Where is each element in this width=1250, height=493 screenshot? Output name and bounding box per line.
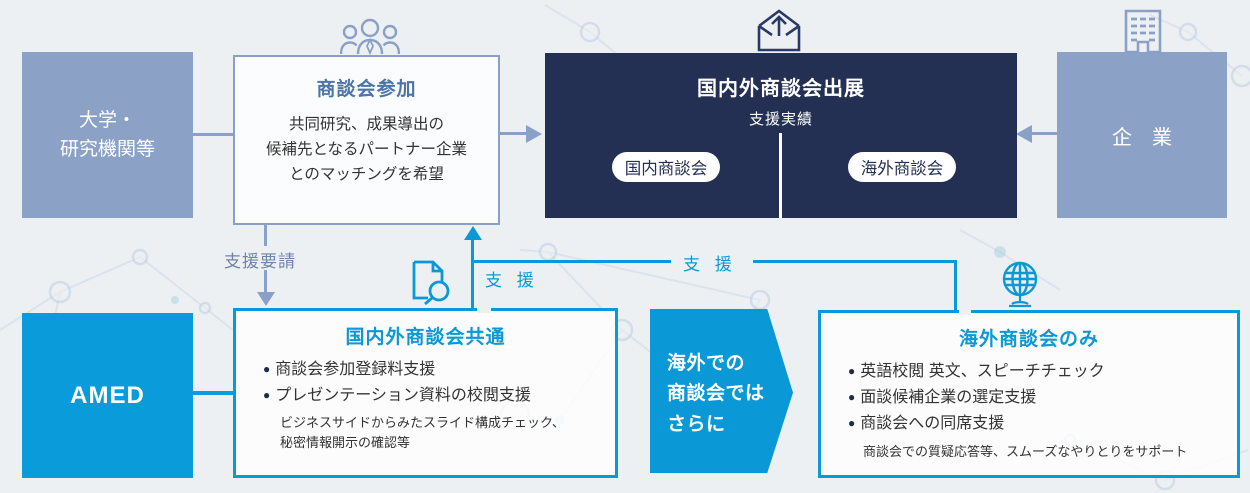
support-up-label: 支 援 — [485, 271, 539, 290]
participation-body-line3: とのマッチングを希望 — [289, 166, 444, 184]
chevron-line3: さらに — [667, 413, 726, 435]
support-line-vertical-right — [954, 260, 957, 310]
arrow-support-request-line-top — [264, 225, 267, 246]
participation-body-line2: 候補先となるパートナー企業 — [265, 141, 468, 159]
overseas-bullet-1: 英語校閲 英文、スピーチチェック — [860, 363, 1105, 380]
overseas-bullet-2: 面談候補企業の選定支援 — [860, 389, 1037, 407]
list-item: ● プレゼンテーション資料の校閲支援 — [263, 384, 615, 407]
people-icon — [340, 18, 400, 56]
bullet-icon: ● — [848, 390, 856, 405]
company-label: 企 業 — [1112, 126, 1172, 149]
arrow-support-up-head — [464, 226, 482, 240]
overseas-bullet-3: 商談会への同席支援 — [860, 415, 1005, 433]
document-review-icon — [412, 260, 450, 306]
arrow-participation-to-exhibition-line — [500, 132, 526, 135]
participation-body-line1: 共同研究、成果導出の — [288, 116, 444, 133]
overseas-meeting-badge: 海外商談会 — [848, 152, 956, 182]
chevron-line1: 海外での — [667, 353, 746, 374]
participation-title: 商談会参加 — [316, 79, 417, 100]
connector-amed-common — [193, 391, 233, 395]
university-label-line2: 研究機関等 — [59, 139, 155, 160]
common-bullet-2: プレゼンテーション資料の校閲支援 — [275, 387, 531, 405]
list-item: ● 商談会参加登録料支援 — [263, 358, 615, 381]
globe-icon — [1002, 261, 1038, 308]
overseas-extra-chevron: 海外での 商談会では さらに — [650, 309, 793, 473]
border-gap-overseas — [959, 308, 971, 315]
arrow-company-to-exhibition-head — [1016, 125, 1032, 143]
overseas-note: 商談会での質疑応答等、スムーズなやりとりをサポート — [863, 443, 1188, 459]
support-request-label: 支援要請 — [224, 252, 296, 271]
bullet-icon: ● — [263, 388, 271, 403]
arrow-company-to-exhibition-line — [1032, 132, 1057, 135]
bullet-icon: ● — [848, 364, 856, 378]
arrow-participation-to-exhibition-head — [526, 125, 542, 143]
university-box: 大学・ 研究機関等 — [22, 52, 193, 218]
bullet-icon: ● — [263, 362, 271, 376]
building-icon — [1124, 9, 1162, 54]
support-line-horizontal-right — [753, 260, 957, 263]
chevron-line2: 商談会では — [667, 383, 765, 405]
overseas-support-title: 海外商談会のみ — [958, 329, 1099, 350]
exhibition-box: 国内外商談会出展 支援実績 国内商談会 海外商談会 — [545, 53, 1017, 218]
bullet-icon: ● — [848, 416, 856, 431]
domestic-meeting-badge: 国内商談会 — [612, 152, 720, 182]
amed-box: AMED — [22, 313, 193, 478]
common-note-line2: 秘密情報開示の確認等 — [280, 434, 411, 450]
company-box: 企 業 — [1057, 52, 1227, 218]
border-gap-common — [477, 306, 491, 313]
support-right-label: 支 援 — [677, 250, 743, 275]
amed-label: AMED — [70, 381, 145, 409]
common-support-title: 国内外商談会共通 — [345, 327, 506, 348]
arrow-support-up-line — [471, 238, 474, 308]
common-support-box: 国内外商談会共通 ● 商談会参加登録料支援 ● プレゼンテーション資料の校閲支援… — [233, 308, 618, 478]
exhibition-title: 国内外商談会出展 — [697, 78, 865, 100]
arrow-support-request-head — [257, 292, 275, 306]
exhibition-divider — [779, 133, 782, 218]
list-item: ● 商談会への同席支援 — [848, 412, 1237, 435]
arrow-support-request-line-bottom — [264, 270, 267, 293]
common-note-line1: ビジネスサイドからみたスライド構成チェック、 — [280, 415, 565, 431]
overseas-support-box: 海外商談会のみ ● 英語校閲 英文、スピーチチェック ● 面談候補企業の選定支援… — [818, 310, 1240, 478]
participation-box: 商談会参加 共同研究、成果導出の 候補先となるパートナー企業 とのマッチングを希… — [233, 55, 500, 225]
list-item: ● 英語校閲 英文、スピーチチェック — [848, 360, 1237, 383]
common-bullet-1: 商談会参加登録料支援 — [275, 361, 436, 378]
list-item: ● 面談候補企業の選定支援 — [848, 386, 1237, 409]
connector-university-participation — [193, 133, 233, 136]
exhibition-subtitle: 支援実績 — [748, 111, 813, 128]
support-line-horizontal-left — [474, 260, 671, 263]
mail-send-icon — [757, 9, 801, 52]
university-label-line1: 大学・ — [78, 109, 136, 131]
